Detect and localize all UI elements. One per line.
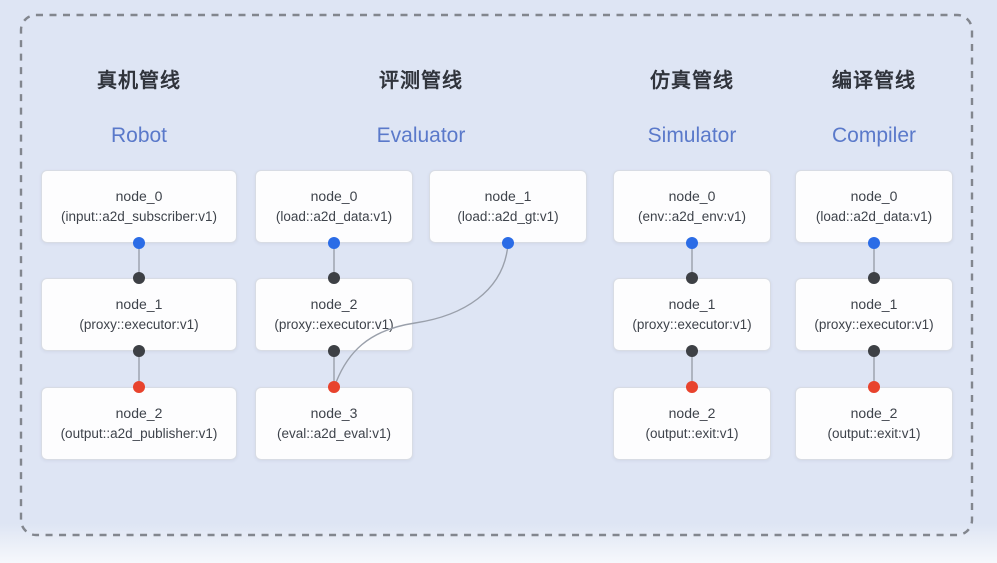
robot-node-1[interactable]: node_1 (proxy::executor:v1) <box>41 278 237 351</box>
node-name: node_0 <box>310 188 358 204</box>
node-name: node_0 <box>115 188 163 204</box>
node-type: (load::a2d_data:v1) <box>815 209 933 224</box>
simulator-node-1[interactable]: node_1 (proxy::executor:v1) <box>613 278 771 351</box>
node-type: (input::a2d_subscriber:v1) <box>60 209 218 224</box>
pipeline-subtitle-robot: Robot <box>110 124 168 147</box>
compiler-node-1[interactable]: node_1 (proxy::executor:v1) <box>795 278 953 351</box>
node-name: node_0 <box>850 188 898 204</box>
node-type: (load::a2d_gt:v1) <box>457 209 559 224</box>
node-name: node_1 <box>668 296 716 312</box>
node-type: (output::exit:v1) <box>645 426 739 441</box>
node-name: node_3 <box>310 405 358 421</box>
node-name: node_2 <box>310 296 358 312</box>
evaluator-node-2[interactable]: node_2 (proxy::executor:v1) <box>255 278 413 351</box>
node-name: node_1 <box>484 188 532 204</box>
node-type: (proxy::executor:v1) <box>274 317 394 332</box>
node-type: (proxy::executor:v1) <box>814 317 934 332</box>
pipeline-title-compiler-zh: 编译管线 <box>832 70 916 92</box>
evaluator-node-0[interactable]: node_0 (load::a2d_data:v1) <box>255 170 413 243</box>
node-name: node_2 <box>668 405 716 421</box>
node-name: node_2 <box>115 405 163 421</box>
node-name: node_1 <box>850 296 898 312</box>
evaluator-node-3[interactable]: node_3 (eval::a2d_eval:v1) <box>255 387 413 460</box>
pipeline-subtitle-compiler: Compiler <box>831 124 917 147</box>
node-name: node_2 <box>850 405 898 421</box>
pipeline-title-evaluator-zh: 评测管线 <box>379 70 463 92</box>
node-type: (eval::a2d_eval:v1) <box>276 426 392 441</box>
node-type: (env::a2d_env:v1) <box>637 209 747 224</box>
node-type: (output::exit:v1) <box>827 426 921 441</box>
node-type: (proxy::executor:v1) <box>79 317 199 332</box>
evaluator-node-1[interactable]: node_1 (load::a2d_gt:v1) <box>429 170 587 243</box>
simulator-node-2[interactable]: node_2 (output::exit:v1) <box>613 387 771 460</box>
node-type: (proxy::executor:v1) <box>632 317 752 332</box>
pipeline-title-robot-zh: 真机管线 <box>97 70 181 92</box>
node-type: (load::a2d_data:v1) <box>275 209 393 224</box>
pipeline-subtitle-evaluator: Evaluator <box>376 124 466 147</box>
node-name: node_1 <box>115 296 163 312</box>
node-name: node_0 <box>668 188 716 204</box>
robot-node-0[interactable]: node_0 (input::a2d_subscriber:v1) <box>41 170 237 243</box>
robot-node-2[interactable]: node_2 (output::a2d_publisher:v1) <box>41 387 237 460</box>
simulator-node-0[interactable]: node_0 (env::a2d_env:v1) <box>613 170 771 243</box>
node-type: (output::a2d_publisher:v1) <box>60 426 218 441</box>
compiler-node-2[interactable]: node_2 (output::exit:v1) <box>795 387 953 460</box>
compiler-node-0[interactable]: node_0 (load::a2d_data:v1) <box>795 170 953 243</box>
